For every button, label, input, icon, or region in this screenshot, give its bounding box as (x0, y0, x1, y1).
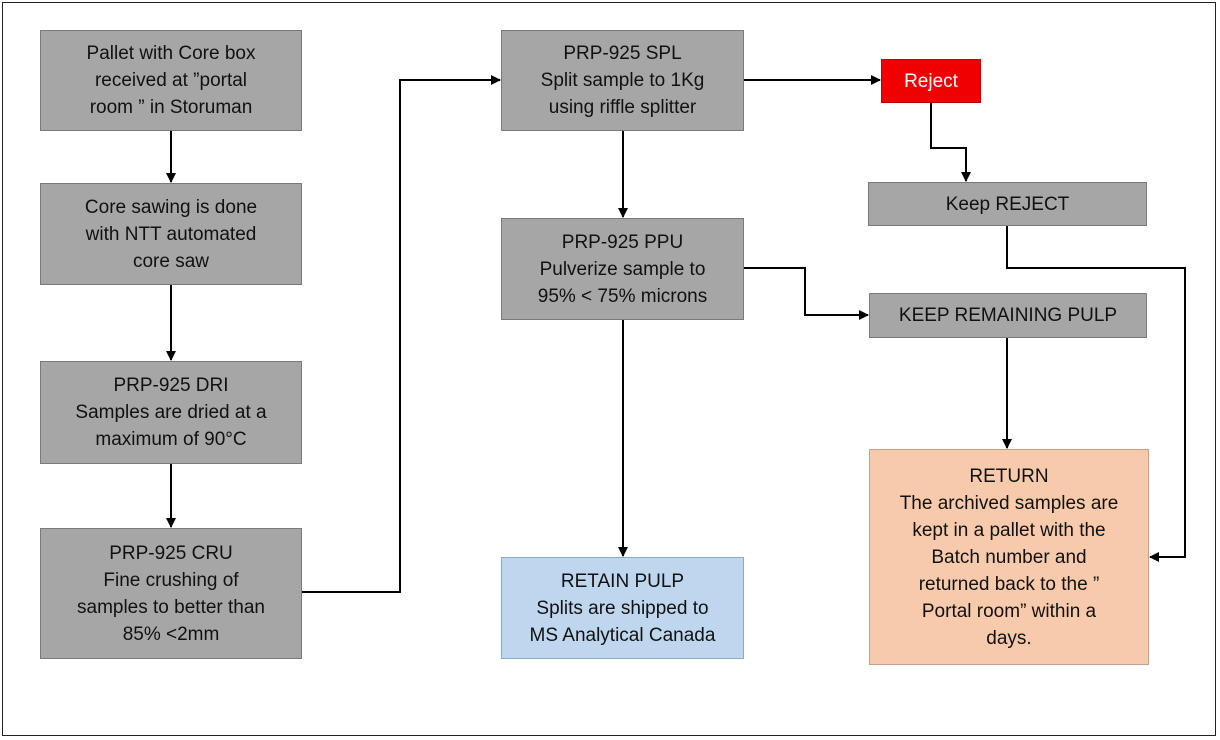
node-core-sawing: Core sawing is done with NTT automated c… (40, 183, 302, 285)
node-retain-pulp: RETAIN PULP Splits are shipped to MS Ana… (501, 557, 744, 659)
node-line: 95% < 75% microns (537, 285, 708, 307)
node-line: samples to better than (77, 596, 265, 618)
node-line: 85% <2mm (122, 623, 220, 645)
node-line: returned back to the ” (918, 573, 1100, 595)
node-line: PRP-925 SPL (563, 43, 682, 64)
arrow-reject-to-keep-reject (930, 103, 971, 182)
node-line: received at ”portal (94, 70, 248, 91)
node-line: Splits are shipped to (536, 597, 709, 619)
arrow-keep-reject-to-return (1006, 226, 1186, 562)
node-line: Keep REJECT (945, 193, 1070, 215)
node-prp-925-cru: PRP-925 CRU Fine crushing of samples to … (40, 528, 302, 659)
node-line: KEEP REMAINING PULP (898, 305, 1118, 326)
node-line: Pulverize sample to (539, 258, 706, 280)
node-line: using riffle splitter (548, 97, 697, 118)
node-line: Core sawing is done (84, 196, 258, 218)
node-reject: Reject (881, 59, 981, 103)
node-line: Portal room” within a (921, 600, 1097, 622)
node-line: room ” in Storuman (89, 97, 253, 118)
node-keep-reject: Keep REJECT (868, 182, 1147, 226)
node-line: Batch number and (931, 546, 1087, 568)
node-line: MS Analytical Canada (529, 624, 716, 646)
node-line: Reject (904, 70, 958, 92)
node-line: kept in a pallet with the (912, 519, 1106, 541)
node-prp-925-ppu: PRP-925 PPU Pulverize sample to 95% < 75… (501, 218, 744, 320)
node-prp-925-spl: PRP-925 SPL Split sample to 1Kg using ri… (501, 30, 744, 131)
node-line: RETAIN PULP (560, 570, 685, 592)
node-return: RETURN The archived samples are kept in … (869, 449, 1149, 665)
node-line: maximum of 90°C (95, 429, 247, 450)
arrow-cru-to-spl (302, 75, 501, 593)
node-line: PRP-925 DRI (113, 375, 229, 396)
node-prp-925-dri: PRP-925 DRI Samples are dried at a maxim… (40, 361, 302, 464)
node-line: days. (986, 627, 1032, 649)
node-keep-remaining-pulp: KEEP REMAINING PULP (869, 293, 1147, 338)
node-line: PRP-925 CRU (109, 542, 233, 564)
node-line: Pallet with Core box (86, 43, 256, 64)
node-pallet-received: Pallet with Core box received at ”portal… (40, 30, 302, 131)
node-line: PRP-925 PPU (561, 231, 684, 253)
node-line: Fine crushing of (103, 569, 239, 591)
node-line: RETURN (969, 465, 1049, 487)
node-line: Split sample to 1Kg (540, 70, 705, 91)
node-line: with NTT automated (85, 223, 257, 245)
node-line: Samples are dried at a (75, 402, 267, 423)
node-line: core saw (132, 250, 210, 272)
arrow-ppu-to-keep-pulp (744, 267, 869, 320)
node-line: The archived samples are (899, 492, 1119, 514)
